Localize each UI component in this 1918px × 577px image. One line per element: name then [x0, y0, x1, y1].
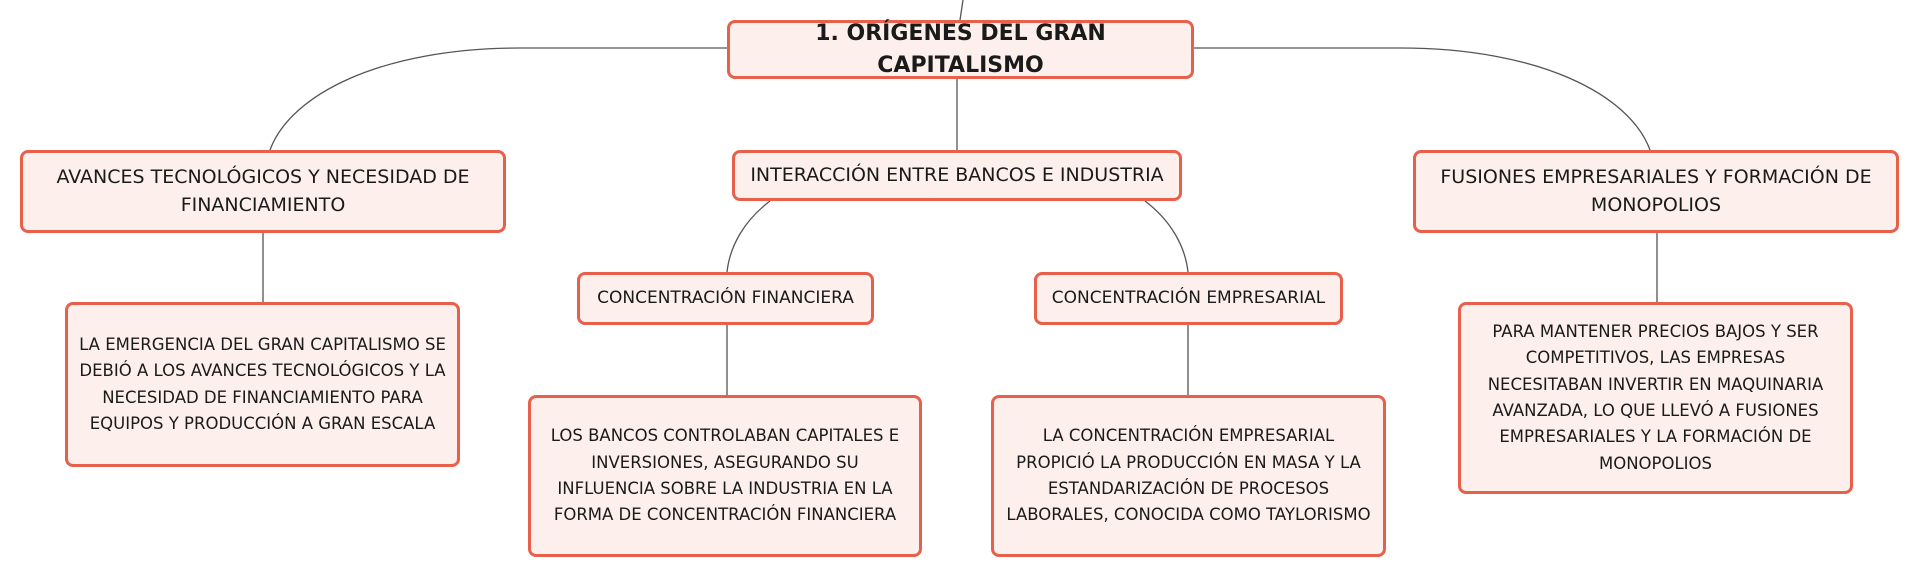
avances-detalle-node[interactable]: LA EMERGENCIA DEL GRAN CAPITALISMO SE DE… — [65, 302, 460, 467]
connector-root-fusiones — [1191, 47, 1651, 151]
fusiones-detalle-node[interactable]: PARA MANTENER PRECIOS BAJOS Y SER COMPET… — [1458, 302, 1853, 494]
fusiones-node[interactable]: FUSIONES EMPRESARIALES Y FORMACIÓN DE MO… — [1413, 150, 1899, 233]
connector-root-parent — [959, 0, 964, 21]
root-node-label: 1. ORÍGENES DEL GRAN CAPITALISMO — [815, 20, 1106, 78]
avances-node-label: AVANCES TECNOLÓGICOS Y NECESIDAD DE FINA… — [56, 165, 470, 216]
connector-interaccion-financiera — [726, 200, 771, 273]
concentracion-empresarial-node[interactable]: CONCENTRACIÓN EMPRESARIAL — [1034, 272, 1343, 325]
concentracion-empresarial-label: CONCENTRACIÓN EMPRESARIAL — [1051, 288, 1326, 309]
fusiones-detalle-text: PARA MANTENER PRECIOS BAJOS Y SER COMPET… — [1487, 321, 1824, 473]
concentracion-financiera-node[interactable]: CONCENTRACIÓN FINANCIERA — [577, 272, 874, 325]
concentracion-financiera-label: CONCENTRACIÓN FINANCIERA — [597, 288, 854, 309]
interaccion-node[interactable]: INTERACCIÓN ENTRE BANCOS E INDUSTRIA — [732, 150, 1182, 201]
connector-interaccion-empresarial — [1144, 200, 1189, 273]
fusiones-node-label: FUSIONES EMPRESARIALES Y FORMACIÓN DE MO… — [1440, 165, 1872, 216]
root-node[interactable]: 1. ORÍGENES DEL GRAN CAPITALISMO — [727, 20, 1194, 79]
interaccion-node-label: INTERACCIÓN ENTRE BANCOS E INDUSTRIA — [750, 163, 1164, 186]
financiera-detalle-node[interactable]: LOS BANCOS CONTROLABAN CAPITALES E INVER… — [528, 395, 922, 557]
empresarial-detalle-node[interactable]: LA CONCENTRACIÓN EMPRESARIAL PROPICIÓ LA… — [991, 395, 1386, 557]
avances-detalle-text: LA EMERGENCIA DEL GRAN CAPITALISMO SE DE… — [79, 334, 446, 433]
empresarial-detalle-text: LA CONCENTRACIÓN EMPRESARIAL PROPICIÓ LA… — [1006, 426, 1371, 525]
connector-root-avances — [269, 47, 730, 151]
financiera-detalle-text: LOS BANCOS CONTROLABAN CAPITALES E INVER… — [550, 426, 900, 525]
avances-node[interactable]: AVANCES TECNOLÓGICOS Y NECESIDAD DE FINA… — [20, 150, 506, 233]
